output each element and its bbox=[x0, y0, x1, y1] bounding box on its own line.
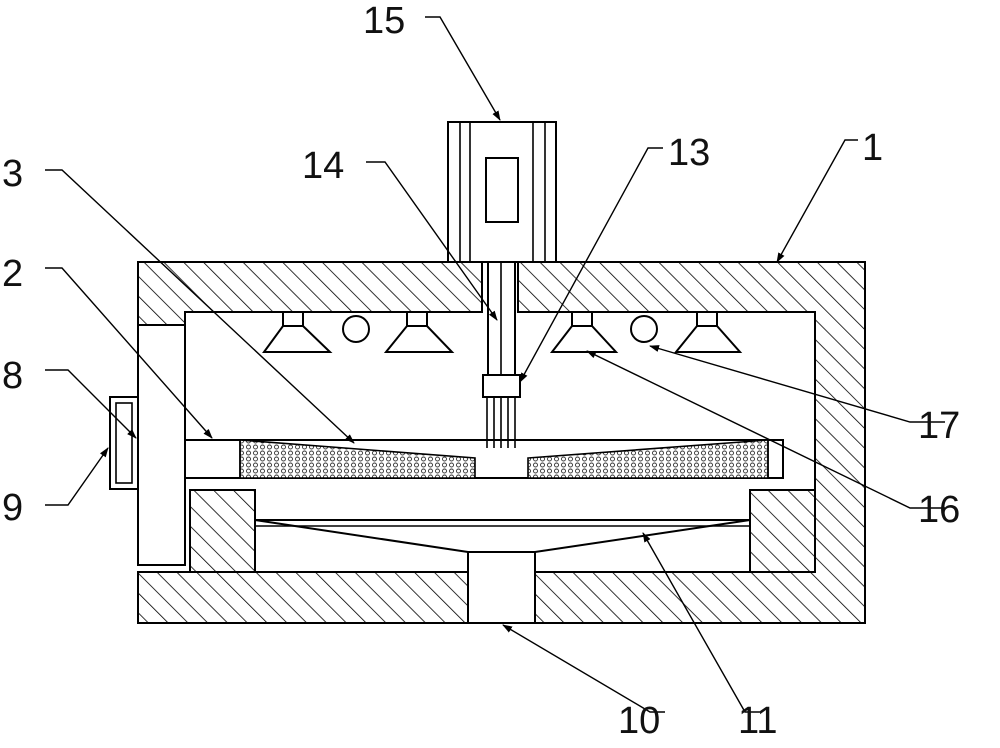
housing-top-wall-left bbox=[137, 261, 483, 326]
label-2: 2 bbox=[2, 253, 23, 295]
brush-bristles bbox=[486, 397, 516, 448]
inner-support-right bbox=[749, 489, 816, 573]
leader-13 bbox=[519, 147, 663, 383]
lamp bbox=[342, 315, 370, 343]
label-17: 17 bbox=[918, 405, 960, 447]
leader-14 bbox=[366, 161, 498, 321]
tray bbox=[184, 439, 784, 479]
side-door-panel bbox=[137, 324, 186, 566]
label-9: 9 bbox=[2, 487, 23, 529]
leader-9 bbox=[45, 447, 109, 506]
leader-11 bbox=[502, 624, 665, 713]
leader-1 bbox=[776, 139, 858, 263]
label-14: 14 bbox=[302, 145, 344, 187]
motor bbox=[447, 121, 557, 263]
leader-16 bbox=[586, 350, 945, 509]
lamp bbox=[630, 315, 658, 343]
label-3: 3 bbox=[2, 153, 23, 195]
nozzle bbox=[549, 311, 619, 353]
leader-2 bbox=[45, 267, 213, 439]
label-11: 10 bbox=[618, 700, 660, 742]
door-handle bbox=[109, 396, 139, 490]
lamps bbox=[342, 315, 658, 343]
leader-10 bbox=[642, 532, 760, 713]
door-handle-inner bbox=[115, 402, 133, 484]
label-16: 16 bbox=[918, 489, 960, 531]
inner-support-left bbox=[189, 489, 256, 573]
housing bbox=[137, 261, 866, 624]
label-15: 15 bbox=[363, 0, 405, 42]
outlet-opening bbox=[467, 551, 536, 624]
label-1: 1 bbox=[862, 127, 883, 169]
leader-3 bbox=[45, 169, 355, 444]
leader-15 bbox=[425, 16, 501, 121]
nozzle bbox=[383, 311, 455, 353]
label-13: 13 bbox=[668, 132, 710, 174]
motor-window bbox=[485, 157, 519, 223]
label-10: 11 bbox=[738, 700, 777, 742]
housing-bottom-wall-left bbox=[137, 571, 469, 624]
brush-head bbox=[482, 374, 521, 398]
leader-lines bbox=[45, 16, 945, 713]
nozzle bbox=[673, 311, 743, 353]
leader-8 bbox=[45, 369, 137, 439]
nozzle bbox=[262, 311, 333, 353]
part-labels: 15 1 14 13 3 2 8 9 17 16 11 10 bbox=[2, 0, 960, 742]
spray-nozzles bbox=[262, 311, 743, 353]
funnel-plate bbox=[254, 519, 751, 553]
label-8: 8 bbox=[2, 355, 23, 397]
leader-17 bbox=[649, 345, 945, 423]
